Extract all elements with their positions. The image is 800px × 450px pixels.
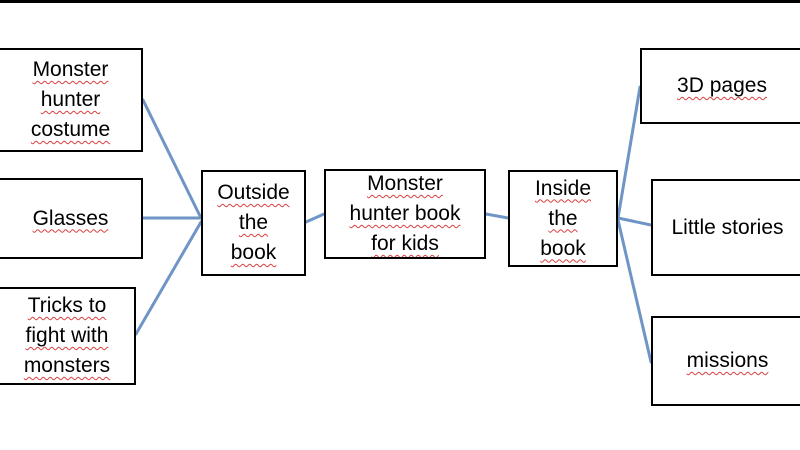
outside-item-label: Glasses [32,206,109,230]
outside-item-glasses-box: Glasses [0,178,143,259]
outside-item-costume-box: Monster hunter costume [0,48,143,152]
inside-item-label: Little stories [671,215,784,239]
connector-costume-to-outside [141,98,203,220]
inside-item-label: missions [686,349,769,372]
central-topic-label: Monster hunter book for kids [349,172,461,255]
top-border-line [0,0,800,3]
connector-inside-to-stories [616,216,653,227]
inside-the-book-box: Inside the book [508,170,618,267]
connector-outside-to-center [304,212,326,224]
connector-inside-to-3d [616,85,642,220]
inside-item-missions-box: missions [651,316,800,406]
outside-the-book-box: Outside the book [201,170,306,276]
connector-tricks-to-outside [134,220,203,336]
connector-inside-to-missions [616,218,653,364]
outside-item-label: Monster hunter costume [30,58,111,141]
inside-item-little-stories-box: Little stories [651,179,800,276]
inside-the-book-label: Inside the book [534,176,592,260]
outside-the-book-label: Outside the book [217,181,290,264]
outside-item-tricks-box: Tricks to fight with monsters [0,287,136,385]
inside-item-label: 3D pages [677,74,767,97]
inside-item-3d-pages-box: 3D pages [640,48,800,124]
outside-item-label: Tricks to fight with monsters [23,294,111,377]
central-topic-box: Monster hunter book for kids [324,169,486,259]
connector-center-to-inside [484,212,510,220]
